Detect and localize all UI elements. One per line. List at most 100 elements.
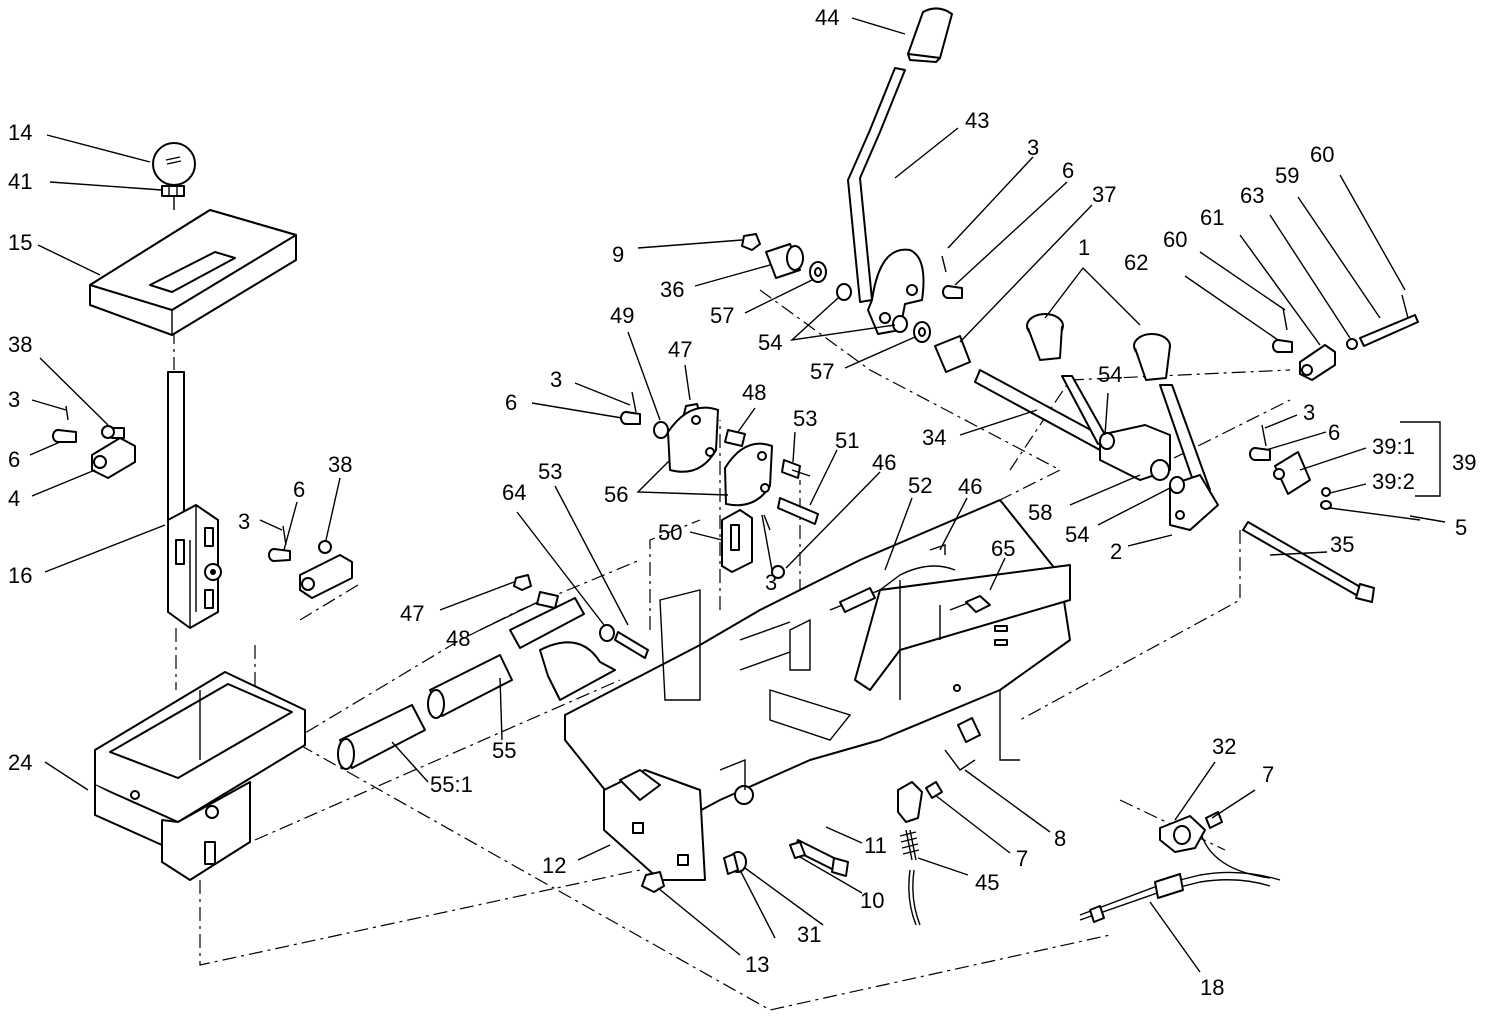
callout-31: 31: [797, 922, 821, 947]
callout-44: 44: [815, 5, 839, 30]
callout-48: 48: [742, 380, 766, 405]
jam-nut: [161, 185, 185, 197]
callout-labels: 44 43 3 6 37 60 59 63 61 60 62 1 9 36 57…: [8, 5, 1476, 1000]
shift-lever-43: [847, 67, 925, 335]
callout-55: 55: [492, 738, 516, 763]
callout-53: 53: [793, 406, 817, 431]
callout-60: 60: [1163, 227, 1187, 252]
callout-34: 34: [922, 425, 946, 450]
callout-53: 53: [538, 459, 562, 484]
bracket-8: [944, 717, 981, 771]
callout-61: 61: [1200, 205, 1224, 230]
clevis-left: [91, 427, 136, 479]
callout-63: 63: [1240, 183, 1264, 208]
leader-lines: [29, 17, 1446, 973]
callout-64: 64: [502, 480, 526, 505]
callout-36: 36: [660, 277, 684, 302]
shift-plate: [89, 209, 297, 336]
callout-8: 8: [1054, 826, 1066, 851]
rod-end-5: [1320, 500, 1421, 521]
bolt-51: [777, 497, 819, 525]
clevis-group-59-63: [1272, 294, 1419, 381]
callout-48: 48: [446, 626, 470, 651]
spacer-58: [1150, 459, 1170, 481]
bushing-54-lower: [1099, 432, 1185, 494]
clip-46: [771, 565, 785, 579]
clevis-pin-43: [942, 285, 963, 299]
pin-48-upper: [724, 429, 746, 447]
callout-38: 38: [328, 452, 352, 477]
callout-7: 7: [1016, 846, 1028, 871]
callout-24: 24: [8, 750, 32, 775]
callout-3: 3: [1303, 400, 1315, 425]
clevis-pin-left: [52, 429, 77, 443]
callout-6: 6: [505, 390, 517, 415]
callout-58: 58: [1028, 500, 1052, 525]
shift-knob-ball: [152, 142, 196, 186]
washer-64: [599, 624, 615, 642]
callout-38: 38: [8, 332, 32, 357]
callout-57: 57: [710, 303, 734, 328]
nut-9: [741, 233, 761, 251]
plates-56: [667, 406, 773, 507]
callout-54: 54: [1065, 522, 1089, 547]
callout-47: 47: [668, 337, 692, 362]
callout-6: 6: [293, 477, 305, 502]
callout-4: 4: [8, 486, 20, 511]
bracket-50: [721, 509, 771, 573]
bolt-31: [723, 851, 747, 875]
callout-14: 14: [8, 120, 32, 145]
callout-49: 49: [610, 303, 634, 328]
callout-16: 16: [8, 563, 32, 588]
spacer-37: [934, 335, 971, 373]
cotter-pin-43: [941, 255, 947, 273]
callout-3: 3: [8, 387, 20, 412]
callout-39-1: 39:1: [1372, 434, 1415, 459]
callout-60: 60: [1310, 142, 1334, 167]
cable-52: [829, 544, 956, 613]
callout-45: 45: [975, 870, 999, 895]
callout-15: 15: [8, 230, 32, 255]
screw-7-right: [1205, 811, 1223, 829]
bolt-35: [1242, 521, 1375, 603]
callout-56: 56: [604, 482, 628, 507]
nut-13: [641, 871, 665, 893]
bolt-11: [789, 839, 849, 877]
callout-46: 46: [958, 474, 982, 499]
cable-18: [1079, 829, 1281, 923]
screw-7-left: [925, 781, 943, 799]
callout-50: 50: [658, 520, 682, 545]
callout-55-1: 55:1: [430, 772, 473, 797]
callout-32: 32: [1212, 734, 1236, 759]
shift-lever-assembly: [167, 371, 222, 629]
clamp-32: [1159, 815, 1206, 853]
callout-3: 3: [1027, 135, 1039, 160]
bolt-53-lower: [614, 631, 649, 659]
callout-54: 54: [1098, 362, 1122, 387]
callout-54: 54: [758, 330, 782, 355]
callout-46: 46: [872, 450, 896, 475]
callout-7: 7: [1262, 762, 1274, 787]
clevis-pin-6-mid: [620, 391, 641, 425]
washer-57-lower: [913, 321, 931, 343]
nut-47-lower: [513, 574, 532, 591]
callout-12: 12: [542, 853, 566, 878]
callout-6: 6: [8, 447, 20, 472]
callout-39-2: 39:2: [1372, 469, 1415, 494]
callout-6: 6: [1062, 158, 1074, 183]
handle-tube-55: [427, 597, 616, 719]
callout-65: 65: [991, 536, 1015, 561]
bolt-65: [949, 595, 991, 613]
console-housing: [94, 671, 306, 881]
callout-18: 18: [1200, 975, 1224, 1000]
callout-6: 6: [1328, 420, 1340, 445]
callout-57: 57: [810, 359, 834, 384]
ball-joint-39: [1249, 424, 1331, 497]
callout-10: 10: [860, 888, 884, 913]
callout-2: 2: [1110, 539, 1122, 564]
cable-45: [897, 781, 923, 926]
callout-39: 39: [1452, 450, 1476, 475]
cotter-pin-left: [65, 405, 69, 421]
spacer-36: [765, 243, 804, 279]
callout-9: 9: [612, 242, 624, 267]
